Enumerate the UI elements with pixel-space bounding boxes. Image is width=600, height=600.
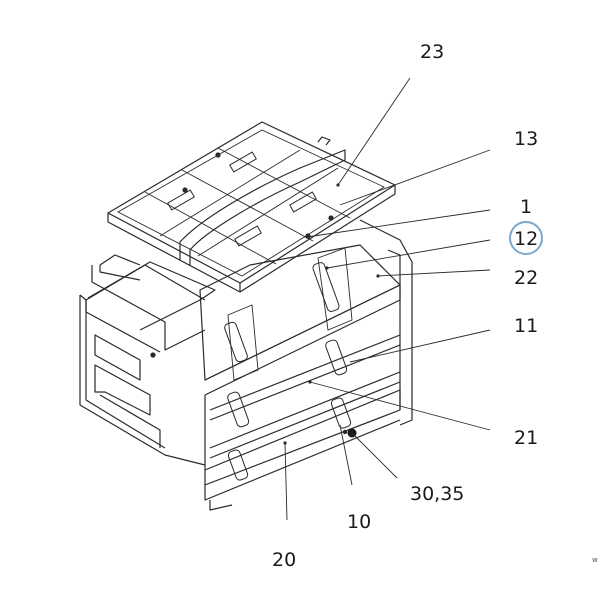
callout-21[interactable]: 21 [514,427,538,449]
front-body [87,183,413,511]
leader-lines [284,77,491,521]
callout-12-highlight-ring [509,221,543,255]
callout-30-35[interactable]: 30,35 [410,483,464,505]
callout-11[interactable]: 11 [514,315,538,337]
top-tray [107,121,396,293]
callout-labels: 23 13 1 12 22 11 21 30,35 10 20 w [272,41,598,571]
left-side-panel [79,264,206,466]
callout-22[interactable]: 22 [514,267,538,289]
corner-mark: w [592,556,598,564]
callout-10[interactable]: 10 [347,511,371,533]
callout-23[interactable]: 23 [420,41,444,63]
assembly-drawing [79,77,491,521]
callout-1[interactable]: 1 [520,196,532,218]
callout-12[interactable]: 12 [514,228,538,250]
callout-20[interactable]: 20 [272,549,296,571]
callout-13[interactable]: 13 [514,128,538,150]
